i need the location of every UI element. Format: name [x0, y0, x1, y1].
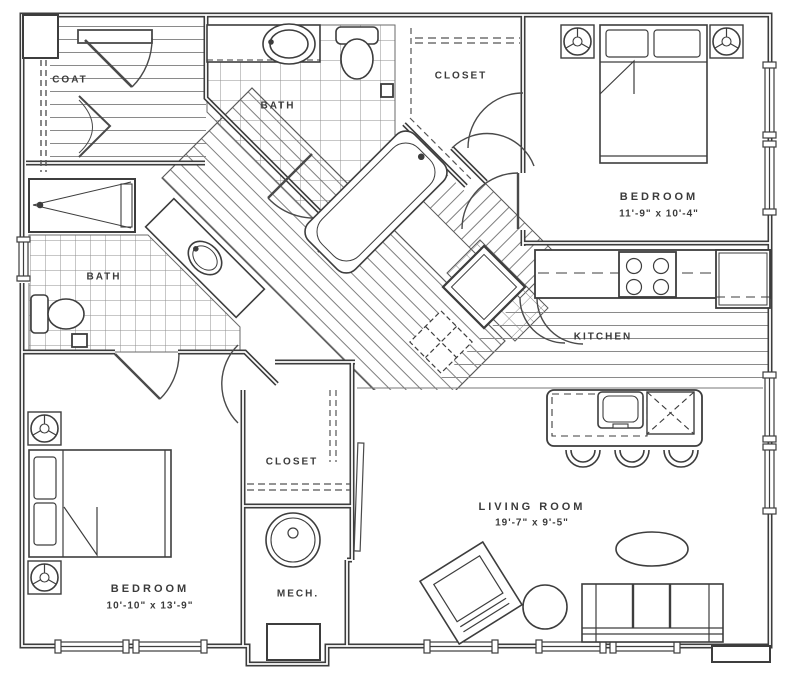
fixtures [27, 23, 772, 661]
lower-bath-door-panel [114, 353, 161, 400]
nightstand [27, 411, 62, 446]
armchair [418, 540, 524, 646]
window [16, 236, 31, 283]
upper-bath-vanity [206, 23, 321, 65]
living-entry-arc [519, 297, 566, 344]
doors [77, 29, 584, 552]
washer-dryer [441, 244, 527, 330]
sliding-door-panel [353, 442, 365, 552]
burner [652, 257, 670, 275]
window [762, 443, 777, 515]
room-label-coat: COAT [52, 74, 88, 86]
room-label-living-room: LIVING ROOM [478, 501, 586, 513]
room-dims-bedroom-lower: 10'-10" x 13'-9" [106, 600, 194, 612]
windows [16, 61, 777, 654]
access-panel [409, 310, 473, 374]
window [762, 140, 777, 216]
burner [652, 278, 670, 296]
burner [625, 257, 643, 275]
kitchen-door-arc [536, 297, 584, 345]
window [132, 639, 208, 654]
island-hatch [646, 391, 695, 435]
coat-bifold-swing [78, 99, 93, 154]
shower-head [36, 201, 44, 209]
entry-door-arc [131, 37, 153, 88]
room-label-closet-upper: CLOSET [434, 70, 488, 82]
entry-door-panel [84, 39, 133, 88]
closet-upper-dashes [409, 28, 473, 181]
round-side-table [522, 584, 568, 630]
room-label-bath-upper: BATH [260, 100, 296, 112]
bed-fold [63, 506, 98, 557]
faucet-dot [268, 39, 274, 45]
corner-block [22, 14, 59, 59]
room-label-bedroom-upper: BEDROOM [619, 191, 699, 203]
room-label-bath-lower: BATH [86, 271, 122, 283]
window [54, 639, 130, 654]
window [762, 61, 777, 139]
oval-ottoman [615, 531, 689, 567]
room-label-mech: MECH. [276, 588, 320, 600]
bed-fold [599, 59, 635, 95]
lower-bath-toilet [30, 294, 85, 334]
upper-closet-door-arc [467, 92, 524, 149]
room-label-closet-lower: CLOSET [265, 456, 319, 468]
hvac-unit [266, 623, 321, 661]
entry-landing [77, 29, 153, 44]
paper-holder [380, 83, 394, 98]
lower-bath-door-arc [159, 353, 180, 400]
kitchen-plank-floor [432, 300, 770, 387]
nightstand [560, 24, 595, 59]
chase-dashed [40, 60, 47, 172]
room-dims-living-room: 19'-7" x 9'-5" [495, 517, 569, 529]
lower-bath-tile-floor [28, 234, 241, 353]
nightstand [709, 24, 744, 59]
bathtub [304, 130, 448, 274]
coat-bifold-doors [78, 95, 112, 158]
floor-drain [71, 333, 88, 348]
room-dims-bedroom-upper: 11'-9" x 10'-4" [619, 208, 699, 220]
kitchen-counter [534, 249, 772, 309]
bar-stool [565, 449, 601, 468]
kitchen-island [546, 389, 703, 468]
faucet-dot [193, 246, 199, 252]
lower-bedroom-door-arc [221, 344, 239, 424]
burner [625, 278, 643, 296]
water-heater [265, 512, 321, 568]
closet-lower-shelf [247, 483, 350, 491]
upper-bedroom-door-arc [461, 172, 519, 230]
lower-bath-vanity [144, 197, 266, 319]
window [423, 639, 499, 654]
bed-upper [599, 24, 708, 164]
corner-step [711, 645, 771, 663]
bed-lower [28, 449, 172, 558]
closet-lower-rod [329, 390, 337, 462]
closet-upper-shelf [415, 37, 520, 44]
upper-bath-door-panel [267, 153, 313, 199]
island-sink [597, 391, 644, 429]
sofa [581, 583, 724, 643]
tub-faucet [417, 153, 425, 161]
shower [28, 178, 136, 233]
pantry-door-arc [451, 132, 535, 167]
room-label-kitchen: KITCHEN [573, 331, 633, 343]
room-label-bedroom-lower: BEDROOM [110, 583, 190, 595]
upper-bath-toilet [335, 26, 379, 80]
bar-stool [614, 449, 650, 468]
nightstand [27, 560, 62, 595]
window [762, 371, 777, 443]
window [535, 639, 607, 654]
bar-stool [663, 449, 699, 468]
